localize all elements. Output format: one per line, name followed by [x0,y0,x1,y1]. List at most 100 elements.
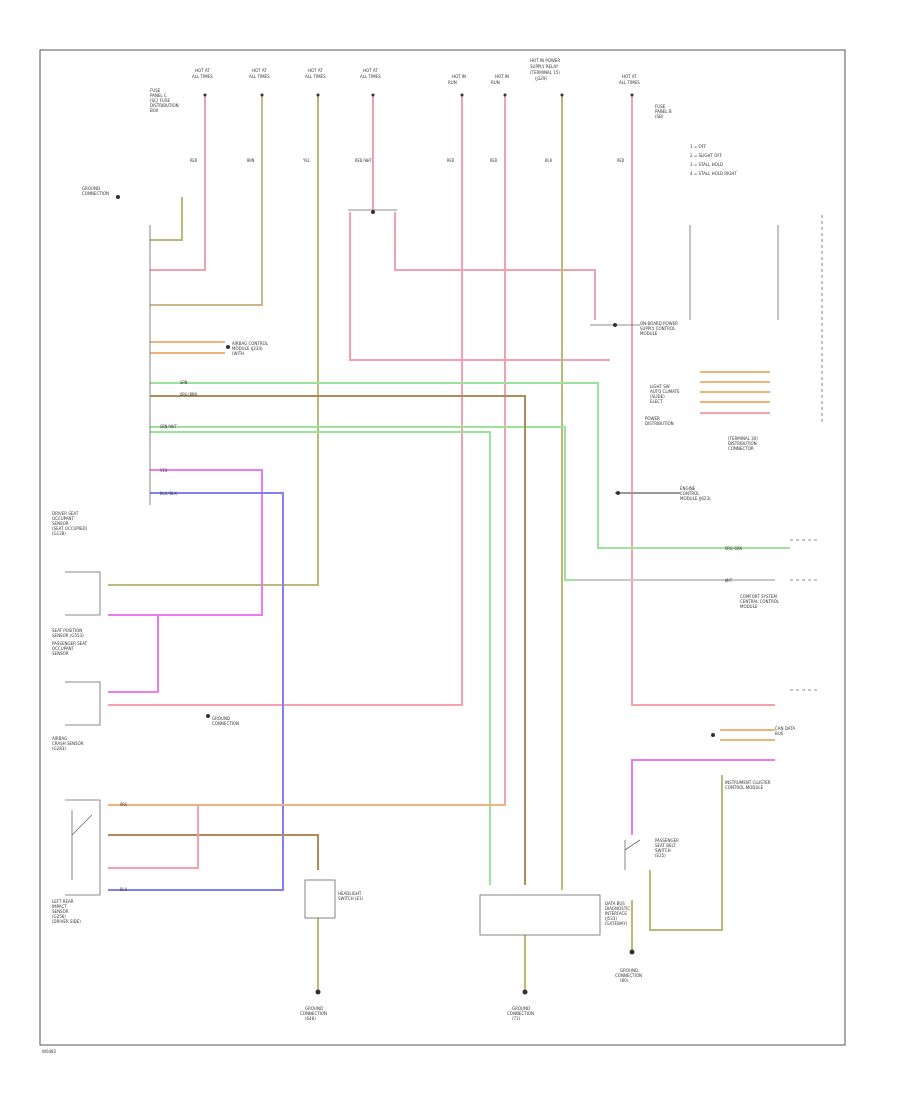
wires [108,95,790,990]
wire-code-org: ORG [120,802,128,807]
wire-red-1 [150,95,206,271]
diagram-border [39,49,846,1046]
connector-dot [711,733,715,737]
wire-brown-1 [108,834,319,870]
wire-red-6 [108,95,506,806]
wire-code-blu: BLU [120,887,128,892]
pin [203,93,207,97]
wire-code-wht: WHT [725,578,733,583]
wire-olive-4 [649,775,723,931]
legend-item-3: 3 = STALL HOLD [690,162,723,167]
components [65,209,823,936]
connector-dot [226,345,230,349]
wire-code-blublk: BLU/BLK [160,491,177,496]
legend-item-4: 4 = STALL HOLD RIGHT [690,171,737,176]
wire-code-red-c: RED [490,158,498,163]
pin [260,93,264,97]
pin [560,93,564,97]
wire-red-8 [631,95,775,706]
wire-code-grn: GRN [180,380,188,385]
wire-code-yel: YEL [303,158,311,163]
wire-blue-1 [108,492,284,891]
wire-green-1 [150,382,790,549]
left-module-1 [65,571,101,616]
switch-symbol [71,810,93,880]
wire-red-4a [349,212,610,361]
splice-dot [371,210,375,214]
wire-code-red: RED [190,158,198,163]
wire-code-orgbrn: ORG/BRN [180,392,197,397]
wire-violet-2 [108,615,159,693]
wire-code-red-d: RED [617,158,625,163]
footer-code: W0482 [42,1049,57,1054]
wire-tan-8 [150,197,183,241]
wire-red-5 [108,95,463,706]
legend: 1 = OFF 2 = SLIGHT OFF 3 = STALL HOLD 4 … [690,144,737,176]
ground-dot [522,989,528,995]
pin [630,93,634,97]
ground-dot [629,949,635,955]
wire-olive-3 [108,95,319,586]
wire-red-9 [108,805,199,869]
wire-code-grnwht: GRN/WHT [160,424,177,429]
pin [460,93,464,97]
wire-violet-1 [108,469,263,616]
wire-code-blk: BLK [545,158,553,163]
level-switch-symbol [624,839,641,870]
wire-code-orggrn: ORG/GRN [725,546,742,551]
legend-item-2: 2 = SLIGHT OFF [690,153,723,158]
legend-item-1: 1 = OFF [690,144,707,149]
wire-green-3 [150,431,491,885]
wire-red-4b [394,212,596,320]
ground-dot [315,989,321,995]
wire-code-red-b: RED [447,158,455,163]
relay-box [304,879,336,919]
splice-dot [613,323,617,327]
connector-pins [116,93,715,995]
connector-dot [616,491,620,495]
pin [503,93,507,97]
left-module-3 [65,799,101,896]
ecu-box [479,894,601,936]
wire-orange-1 [150,395,526,885]
pin [316,93,320,97]
connector-dot [206,714,210,718]
wire-tan-2 [150,95,263,306]
pin [371,93,375,97]
right-module-dashed2 [790,539,820,581]
wire-violet-3 [631,759,775,835]
wire-color-labels: RED BRN YEL RED/WHT RED RED BLK RED GRN … [120,158,742,892]
connector-dot [116,195,120,199]
